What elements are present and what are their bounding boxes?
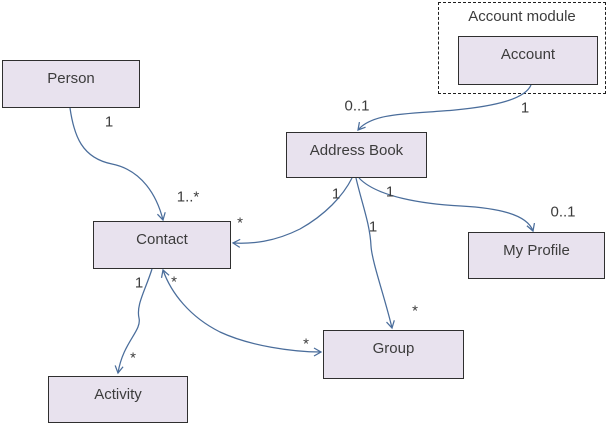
mult-account-addressbook-target: 0..1 [344,97,370,115]
node-activity: Activity [48,376,188,423]
node-activity-label: Activity [94,386,142,403]
node-contact-label: Contact [136,231,188,248]
mult-contact-activity-source: 1 [134,274,144,292]
node-person-label: Person [47,70,95,87]
mult-addressbook-contact-target: * [237,214,243,232]
edge-contact-group [160,268,323,357]
node-my-profile-label: My Profile [503,242,570,259]
node-my-profile: My Profile [468,232,605,279]
edge-person-contact [69,107,166,222]
node-account: Account [458,36,598,85]
node-group-label: Group [372,340,415,357]
mult-contact-group-contact-end: * [171,273,177,291]
mult-person-contact-source: 1 [104,113,114,131]
mult-account-addressbook-source: 1 [520,99,530,117]
node-address-book-label: Address Book [309,142,404,159]
mult-contact-group-group-end: * [303,335,309,353]
mult-addressbook-myprofile-target: 0..1 [550,203,576,221]
mult-addressbook-contact-source: 1 [331,185,341,203]
mult-person-contact-target: 1..* [176,188,200,206]
mult-addressbook-myprofile-source: 1 [385,183,395,201]
node-account-label: Account [500,46,556,63]
node-contact: Contact [93,221,231,269]
mult-contact-activity-target: * [130,349,136,367]
account-module-label: Account module [468,8,576,25]
mult-addressbook-group-target: * [412,302,418,320]
node-address-book: Address Book [286,132,427,178]
node-person: Person [2,60,140,108]
edge-addressbook-group [355,177,395,330]
mult-addressbook-group-source: 1 [368,218,378,236]
node-group: Group [323,330,464,379]
